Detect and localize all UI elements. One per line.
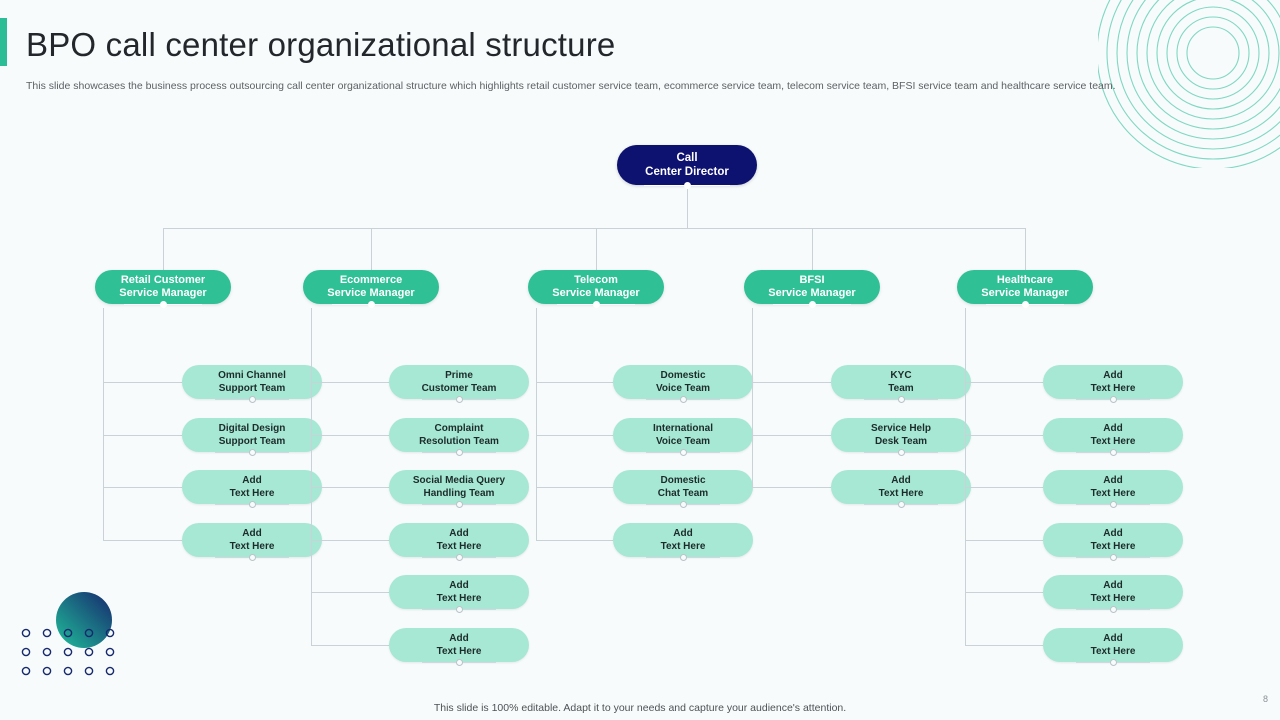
org-node-team-2-0-label: Domestic Voice Team [655, 370, 711, 394]
org-node-team-1-2-label: Social Media Query Handling Team [412, 475, 506, 499]
connector-to-team-1-0 [311, 382, 389, 383]
connector-to-team-3-1 [752, 434, 831, 436]
org-node-team-0-0[interactable]: Omni Channel Support Team [182, 365, 322, 399]
org-node-manager-2[interactable]: Telecom Service Manager [528, 270, 664, 304]
org-node-team-2-3[interactable]: Add Text Here [613, 522, 753, 557]
org-node-team-1-1[interactable]: Complaint Resolution Team [389, 417, 529, 452]
connector-to-manager-4 [1025, 228, 1026, 270]
org-node-team-3-1-label: Service Help Desk Team [870, 422, 932, 447]
connector-to-team-4-2 [965, 487, 1043, 488]
org-node-team-1-2[interactable]: Social Media Query Handling Team [389, 470, 529, 504]
org-node-manager-4-label: Healthcare Service Manager [981, 273, 1069, 300]
org-node-team-0-0-label: Omni Channel Support Team [218, 370, 286, 394]
org-node-team-1-5-label: Add Text Here [436, 632, 482, 657]
org-node-manager-3-label: BFSI Service Manager [768, 273, 856, 300]
org-node-team-2-3-label: Add Text Here [660, 527, 706, 552]
org-node-team-0-2-label: Add Text Here [229, 475, 275, 499]
org-node-team-4-2[interactable]: Add Text Here [1043, 470, 1183, 504]
connector-root-stem [687, 189, 688, 228]
org-node-team-4-0-label: Add Text Here [1090, 370, 1136, 394]
org-node-team-2-2[interactable]: Domestic Chat Team [613, 470, 753, 504]
org-node-team-0-1-label: Digital Design Support Team [218, 422, 286, 447]
org-node-team-3-2[interactable]: Add Text Here [831, 470, 971, 504]
connector-to-team-4-0 [965, 382, 1043, 383]
org-node-team-4-1-label: Add Text Here [1090, 422, 1136, 447]
footer-note: This slide is 100% editable. Adapt it to… [433, 702, 847, 714]
connector-to-team-3-2 [752, 487, 831, 488]
org-node-manager-4[interactable]: Healthcare Service Manager [957, 270, 1093, 304]
connector-to-team-2-3 [536, 539, 613, 541]
org-node-team-4-5-label: Add Text Here [1090, 632, 1136, 657]
org-node-team-4-4[interactable]: Add Text Here [1043, 575, 1183, 609]
org-node-manager-1-label: Ecommerce Service Manager [327, 273, 415, 300]
connector-to-team-2-2 [536, 487, 613, 488]
connector-manager-bus [163, 228, 1025, 229]
connector-to-team-0-3 [103, 539, 182, 541]
org-node-team-4-5[interactable]: Add Text Here [1043, 627, 1183, 662]
org-node-team-4-0[interactable]: Add Text Here [1043, 365, 1183, 399]
org-node-team-1-5[interactable]: Add Text Here [389, 627, 529, 662]
org-node-manager-1[interactable]: Ecommerce Service Manager [303, 270, 439, 304]
connector-to-manager-0 [163, 228, 164, 270]
connector-to-team-4-5 [965, 644, 1043, 646]
org-node-team-2-0[interactable]: Domestic Voice Team [613, 365, 753, 399]
org-node-team-0-2[interactable]: Add Text Here [182, 470, 322, 504]
connector-to-team-1-5 [311, 644, 389, 646]
org-node-team-0-3-label: Add Text Here [229, 527, 275, 552]
connector-to-team-1-1 [311, 434, 389, 436]
connector-to-team-0-0 [103, 382, 182, 383]
connector-to-team-1-4 [311, 592, 389, 593]
connector-to-manager-3 [812, 228, 813, 270]
org-node-team-4-3[interactable]: Add Text Here [1043, 522, 1183, 557]
org-node-team-1-0[interactable]: Prime Customer Team [389, 365, 529, 399]
page-subtitle: This slide showcases the business proces… [26, 80, 1116, 92]
org-node-team-3-0-label: KYC Team [888, 370, 914, 394]
org-node-manager-0-label: Retail Customer Service Manager [119, 273, 207, 300]
org-node-manager-3[interactable]: BFSI Service Manager [744, 270, 880, 304]
connector-spine-0 [103, 308, 104, 540]
org-node-team-2-2-label: Domestic Chat Team [657, 475, 709, 499]
connector-spine-3 [752, 308, 753, 487]
connector-to-team-4-3 [965, 539, 1043, 541]
connector-to-manager-2 [596, 228, 597, 270]
org-node-team-1-0-label: Prime Customer Team [421, 370, 497, 394]
org-node-team-4-1[interactable]: Add Text Here [1043, 417, 1183, 452]
org-node-team-1-3-label: Add Text Here [436, 527, 482, 552]
org-node-manager-0[interactable]: Retail Customer Service Manager [95, 270, 231, 304]
page-number: 8 [1262, 694, 1268, 704]
org-node-manager-2-label: Telecom Service Manager [552, 273, 640, 300]
org-node-team-4-3-label: Add Text Here [1090, 527, 1136, 552]
org-node-team-0-3[interactable]: Add Text Here [182, 522, 322, 557]
connector-to-team-4-4 [965, 592, 1043, 593]
connector-to-team-0-2 [103, 487, 182, 488]
org-node-team-4-4-label: Add Text Here [1090, 580, 1136, 604]
org-node-team-2-1[interactable]: International Voice Team [613, 417, 753, 452]
org-node-team-1-4-label: Add Text Here [436, 580, 482, 604]
connector-to-team-1-3 [311, 539, 389, 541]
connector-to-team-0-1 [103, 434, 182, 436]
org-node-team-1-1-label: Complaint Resolution Team [419, 422, 499, 447]
connector-to-team-2-1 [536, 434, 613, 436]
page-title: BPO call center organizational structure [26, 26, 616, 63]
connector-spine-4 [965, 308, 966, 645]
connector-to-team-2-0 [536, 382, 613, 383]
org-node-team-1-3[interactable]: Add Text Here [389, 522, 529, 557]
connector-to-team-4-1 [965, 434, 1043, 436]
connector-to-team-1-2 [311, 487, 389, 488]
org-node-root-label: Call Center Director [645, 152, 729, 178]
title-accent-bar [0, 18, 7, 66]
org-node-team-1-4[interactable]: Add Text Here [389, 575, 529, 609]
org-node-team-0-1[interactable]: Digital Design Support Team [182, 417, 322, 452]
org-node-team-3-0[interactable]: KYC Team [831, 365, 971, 399]
org-node-team-3-1[interactable]: Service Help Desk Team [831, 417, 971, 452]
connector-to-team-3-0 [752, 382, 831, 383]
org-node-root[interactable]: Call Center Director [617, 145, 757, 185]
org-node-team-2-1-label: International Voice Team [652, 422, 713, 447]
org-node-team-4-2-label: Add Text Here [1090, 475, 1136, 499]
org-node-team-3-2-label: Add Text Here [878, 475, 924, 499]
connector-spine-1 [311, 308, 312, 645]
connector-spine-2 [536, 308, 537, 540]
connector-to-manager-1 [371, 228, 372, 270]
